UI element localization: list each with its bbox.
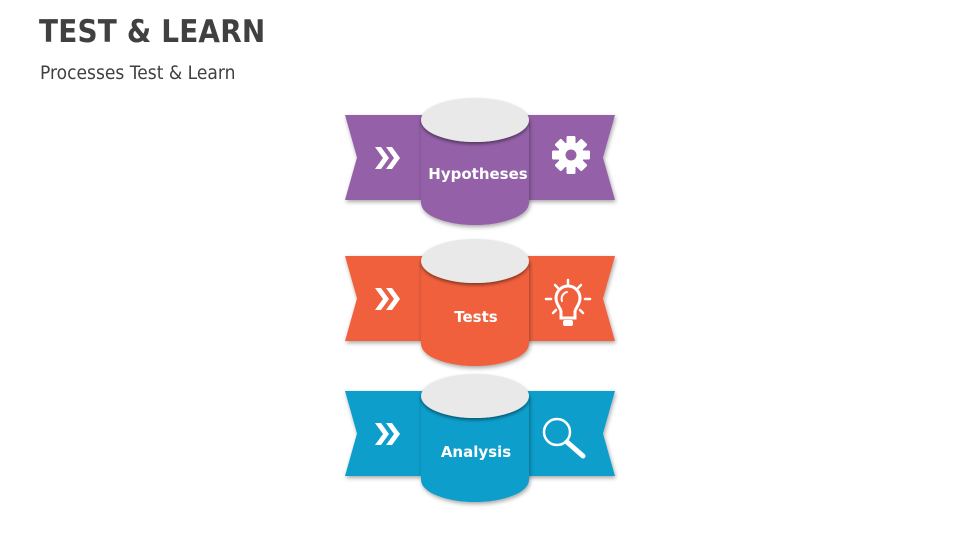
- lightbulb-icon: [544, 278, 592, 326]
- cylinder: [421, 98, 529, 225]
- double-chevron-right-icon: [375, 288, 400, 310]
- step-tests: Tests: [345, 239, 615, 366]
- cylinder-top: [421, 239, 529, 283]
- cylinder-top: [421, 374, 529, 418]
- step-label: Tests: [454, 308, 498, 326]
- gear-icon: [552, 136, 590, 174]
- cylinder: [421, 239, 529, 366]
- step-label: Analysis: [441, 443, 511, 461]
- double-chevron-right-icon: [375, 147, 400, 169]
- right-ribbon: [520, 391, 615, 476]
- step-hypotheses: Hypotheses: [345, 98, 615, 225]
- slide-title: TEST & LEARN: [39, 14, 266, 50]
- slide-subtitle: Processes Test & Learn: [40, 62, 236, 84]
- cylinder: [421, 374, 529, 502]
- cylinder-top: [421, 98, 529, 142]
- cylinder-body: [421, 396, 529, 502]
- step-analysis: Analysis: [345, 374, 615, 502]
- cylinder-body: [421, 261, 529, 366]
- magnifier-icon: [542, 417, 586, 459]
- right-ribbon: [520, 256, 615, 341]
- double-chevron-right-icon: [375, 423, 400, 445]
- cylinder-body: [421, 120, 529, 225]
- step-label: Hypotheses: [428, 165, 527, 183]
